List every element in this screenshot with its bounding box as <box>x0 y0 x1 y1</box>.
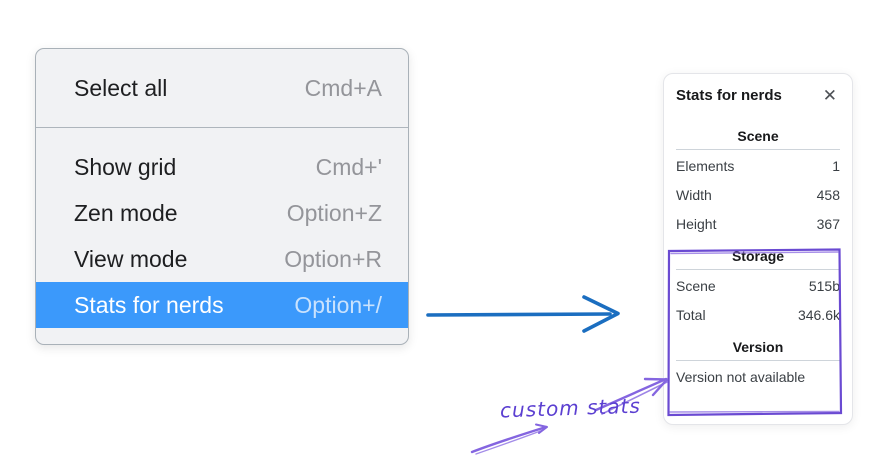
menu-item-label: Select all <box>74 74 168 101</box>
stat-row-width: Width 458 <box>676 181 840 210</box>
menu-item-stats-for-nerds[interactable]: Stats for nerds Option+/ <box>36 282 408 328</box>
stat-label: Height <box>676 216 717 232</box>
section-rule <box>676 149 840 150</box>
menu-item-shortcut: Option+Z <box>286 199 382 226</box>
blue-arrow <box>426 295 620 333</box>
stat-value: 346.6k <box>797 307 840 323</box>
menu-item-shortcut: Cmd+A <box>304 74 382 101</box>
stat-label: Scene <box>676 278 716 294</box>
stat-value: 1 <box>832 158 840 174</box>
menu-item-label: Zen mode <box>74 199 178 226</box>
section-heading-version: Version <box>732 339 784 355</box>
menu-section-top: Select all Cmd+A <box>36 49 408 127</box>
stat-value: 367 <box>816 216 840 232</box>
menu-item-select-all[interactable]: Select all Cmd+A <box>36 65 408 111</box>
menu-item-shortcut: Option+R <box>284 245 382 272</box>
menu-divider <box>36 127 408 128</box>
purple-arrow-to-text <box>470 423 548 455</box>
custom-stats-annotation: custom stats <box>499 393 642 423</box>
stat-row-scene-storage: Scene 515b <box>676 272 840 301</box>
section-heading-scene: Scene <box>737 128 779 144</box>
stats-panel-title: Stats for nerds <box>676 87 782 104</box>
section-heading-storage: Storage <box>731 248 785 264</box>
context-menu: Select all Cmd+A Show grid Cmd+' Zen mod… <box>35 48 409 345</box>
version-note: Version not available <box>676 369 806 385</box>
menu-item-zen-mode[interactable]: Zen mode Option+Z <box>36 190 408 236</box>
stat-value: 458 <box>816 187 840 203</box>
stat-label: Elements <box>676 158 735 174</box>
stat-row-total-storage: Total 346.6k <box>676 301 840 330</box>
menu-item-view-mode[interactable]: View mode Option+R <box>36 236 408 282</box>
section-rule <box>676 360 840 361</box>
close-icon[interactable]: ✕ <box>822 86 837 105</box>
section-rule <box>676 269 840 270</box>
stat-value: 515b <box>808 278 840 294</box>
stats-panel-header: Stats for nerds ✕ <box>676 86 840 105</box>
menu-section-bottom: Show grid Cmd+' Zen mode Option+Z View m… <box>36 128 408 344</box>
stat-label: Width <box>676 187 712 203</box>
menu-item-shortcut: Cmd+' <box>315 153 382 180</box>
menu-item-show-grid[interactable]: Show grid Cmd+' <box>36 144 408 190</box>
stat-label: Total <box>676 307 706 323</box>
menu-item-shortcut: Option+/ <box>294 291 382 318</box>
menu-item-label: Show grid <box>74 153 177 180</box>
stat-row-height: Height 367 <box>676 210 840 239</box>
stats-panel: Stats for nerds ✕ Scene Elements 1 Width… <box>663 73 853 425</box>
menu-item-label: View mode <box>74 245 188 272</box>
menu-item-label: Stats for nerds <box>74 291 224 318</box>
stat-row-elements: Elements 1 <box>676 152 840 181</box>
